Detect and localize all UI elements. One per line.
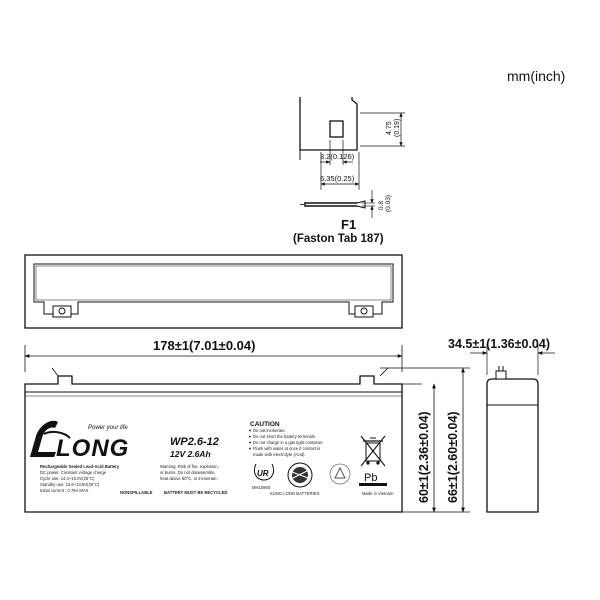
crossed-bin-icon: [360, 435, 386, 467]
model-name: WP2.6-12: [170, 436, 219, 448]
terminal-height-dim: 4.75: [386, 121, 393, 135]
spec-lines: Rechargeable Sealed Lead-Acid Battery DC…: [40, 464, 120, 493]
caution-title: CAUTION: [250, 421, 280, 428]
caution-box: CAUTION Do not incinerate. Do not short …: [249, 421, 324, 457]
brand-name: LONG: [56, 435, 129, 462]
model-rating: 12V 2.6Ah: [170, 449, 211, 459]
warning-lines: Warning: Risk of fire, explosion, or bur…: [160, 464, 219, 481]
spec-line: DC power, Constant voltage charge: [40, 470, 107, 475]
caution-line: Flush with water at once if contact is: [253, 446, 320, 451]
warning-line: or burns. Do not disassemble,: [160, 470, 216, 475]
warning-line: Warning: Risk of fire, explosion,: [160, 464, 219, 469]
made-in-text: Made in Vietnam: [362, 491, 394, 496]
top-terminal-negative: [52, 305, 72, 318]
long-logo: LONG: [30, 420, 129, 462]
battery-top-view: [24, 254, 403, 329]
caution-line: Do not short the battery terminals.: [253, 434, 316, 439]
certification-seal-icon: [287, 462, 313, 488]
caution-line: made with electrolyte (Acid).: [253, 452, 306, 457]
terminal-hole: [329, 120, 344, 138]
recycle-icon: [329, 463, 351, 485]
terminal-hole-dim: 3.2(0.126): [320, 152, 355, 161]
height-dimensions: 60±1(2.36±0.04) 66±1(2.60±0.04): [380, 367, 470, 513]
ul-file-number: MH15960: [252, 485, 271, 490]
caution-line: Do not incinerate.: [253, 428, 286, 433]
battery-front-view: LONG Power your life WP2.6-12 12V 2.6Ah …: [24, 367, 403, 513]
terminal-width-dim: 6.35(0.25): [320, 174, 355, 183]
spec-line: Initial current : 0.78A MAX: [40, 488, 89, 493]
maker-name: KUNG LONG BATTERIES: [270, 491, 319, 496]
battery-side-view: [486, 366, 539, 513]
terminal-name: F1: [341, 217, 356, 232]
pb-mark: Pb: [364, 472, 377, 484]
spec-line: Cycle use: 14.4~15.0V(25°C): [40, 476, 95, 481]
terminal-thickness-dim: 0.8: [378, 201, 385, 210]
caution-line: Do not charge in a gas tight container.: [253, 440, 324, 445]
top-terminal-positive: [354, 305, 374, 318]
warning-line: heat above 60°C, or incinerate.: [160, 476, 218, 481]
side-terminal: [495, 370, 507, 380]
terminal-type: (Faston Tab 187): [293, 233, 384, 245]
terminal-detail: 4.75 (0.19) 3.2(0.126) 6.35(0.25) 0.8 (0…: [293, 97, 405, 245]
width-dim-label: 34.5±1(1.36±0.04): [448, 337, 550, 351]
height-dim-label: 60±1(2.36±0.04): [417, 411, 431, 503]
terminal-height-dim-in: (0.19): [394, 119, 401, 137]
units-label: mm(inch): [507, 68, 565, 84]
width-dimension: 34.5±1(1.36±0.04): [448, 337, 555, 375]
spec-line: Rechargeable Sealed Lead-Acid Battery: [40, 464, 120, 469]
length-dim-label: 178±1(7.01±0.04): [153, 338, 255, 353]
total-height-dim-label: 66±1(2.60±0.04): [446, 411, 460, 503]
brand-tagline: Power your life: [88, 425, 128, 431]
recycle-text: BATTERY MUST BE RECYCLED: [164, 490, 227, 495]
length-dimension: 178±1(7.01±0.04): [24, 337, 403, 372]
nonspillable-text: NONSPILLABLE: [120, 490, 153, 495]
svg-text:UR: UR: [257, 469, 269, 478]
terminal-thickness-dim-in: (0.03): [385, 195, 392, 212]
spec-line: Standby use: 13.6~13.8V(25°C): [40, 482, 100, 487]
ul-mark-icon: UR: [253, 463, 275, 481]
